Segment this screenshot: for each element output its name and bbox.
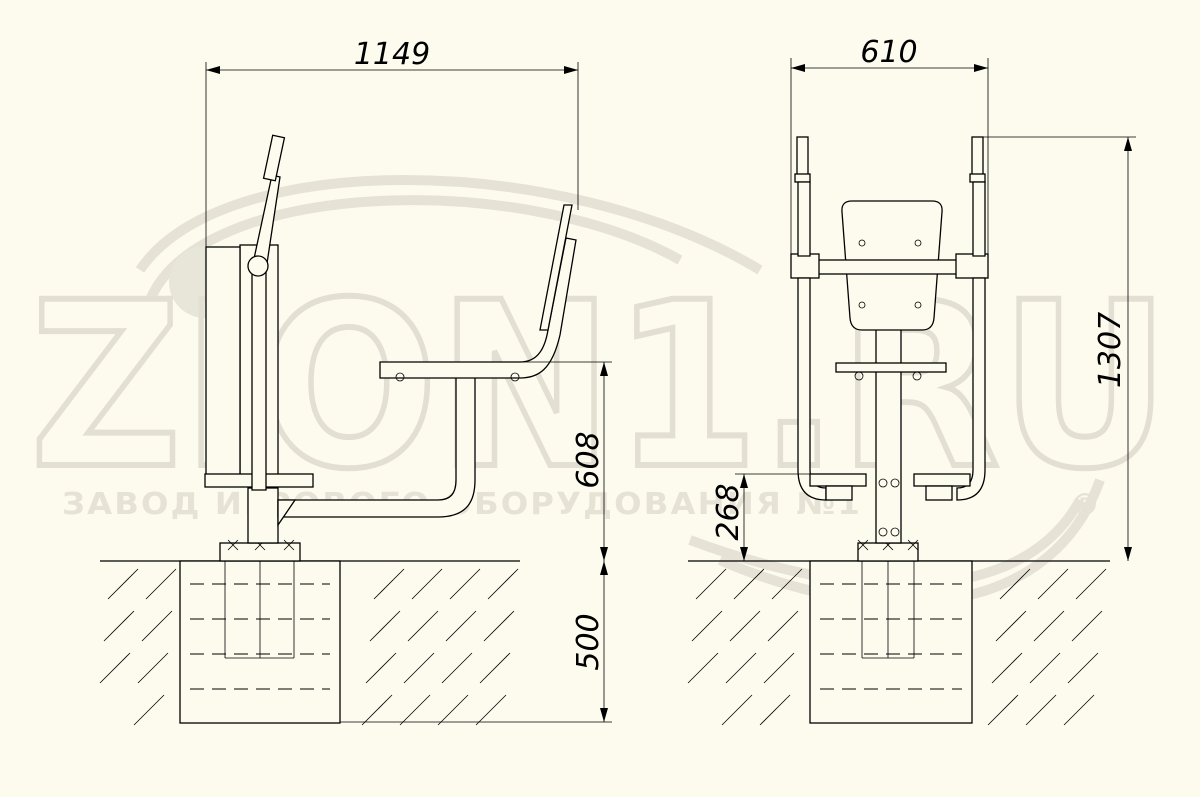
watermark-registered-mark: ® [1070, 488, 1102, 523]
front-seat [835, 362, 947, 373]
front-clamp-left [790, 253, 820, 279]
hatch-stroke [399, 694, 431, 726]
hatch-stroke [107, 568, 139, 600]
front-base-plate [857, 542, 919, 562]
dim-seat-height: 608 [480, 361, 612, 561]
hatch-stroke [771, 568, 803, 600]
hatch-stroke [441, 652, 473, 684]
hatch-stroke [133, 694, 165, 726]
hatch-stroke [1025, 694, 1057, 726]
front-handle-collar-left [794, 173, 811, 183]
front-post-bolts [878, 478, 900, 537]
side-lever-pivot [247, 255, 269, 277]
hatch-stroke [767, 610, 799, 642]
dim-footrest-height: 268 [711, 473, 812, 561]
hatch-stroke [487, 568, 519, 600]
side-seat-bolt-1 [395, 372, 405, 382]
hatch-stroke [729, 610, 761, 642]
dim-side-width-label: 1149 [354, 37, 430, 72]
dim-foundation-depth-label: 500 [571, 613, 606, 670]
hatch-stroke [141, 610, 173, 642]
side-support-bracket [277, 499, 297, 528]
hatch-stroke [987, 694, 1019, 726]
dim-seat-height-label: 608 [571, 431, 606, 488]
ground-right [687, 548, 1110, 726]
hatch-stroke [361, 694, 393, 726]
hatch-stroke [445, 610, 477, 642]
hatch-stroke [721, 694, 753, 726]
watermark: ZION1.RU ЗАВОД ИГРОВОГО ОБОРУДОВАНИЯ №1 … [27, 175, 1173, 608]
ground-left [99, 548, 520, 726]
hatch-stroke [695, 568, 727, 600]
hatch-stroke [725, 652, 757, 684]
hatch-stroke [687, 652, 719, 684]
front-lever-right [956, 181, 986, 501]
hatch-stroke [995, 610, 1027, 642]
front-foot-block-left [825, 485, 853, 501]
dim-front-width: 610 [790, 35, 989, 258]
front-handle-right [971, 136, 984, 180]
hatch-stroke [763, 652, 795, 684]
dim-footrest-height-label: 268 [711, 483, 746, 540]
front-handle-collar-right [969, 173, 986, 183]
hatch-stroke [103, 610, 135, 642]
hatch-stroke [437, 694, 469, 726]
dim-total-height: 1307 [983, 136, 1136, 561]
foundation-right [809, 560, 973, 724]
hatch-stroke [1075, 568, 1107, 600]
hatch-stroke [145, 568, 177, 600]
hatch-stroke [449, 568, 481, 600]
side-backrest [539, 204, 573, 331]
hatch-stroke [475, 694, 507, 726]
front-view [790, 136, 989, 562]
foundation-right-dashes [820, 583, 962, 690]
hatch-stroke [1063, 694, 1095, 726]
hatch-stroke [365, 652, 397, 684]
hatch-right [687, 568, 1107, 726]
hatch-stroke [1029, 652, 1061, 684]
anchor-bolts-left [224, 548, 295, 659]
hatch-stroke [1037, 568, 1069, 600]
front-footrest-right [913, 473, 971, 487]
front-clamp-right [955, 253, 989, 279]
hatch-stroke [403, 652, 435, 684]
hatch-stroke [733, 568, 765, 600]
hatch-stroke [1071, 610, 1103, 642]
dim-total-height-label: 1307 [1093, 312, 1128, 388]
front-footrest-left [809, 473, 867, 487]
hatch-stroke [373, 568, 405, 600]
hatch-stroke [991, 652, 1023, 684]
front-handle-left [796, 136, 809, 180]
hatch-stroke [137, 652, 169, 684]
dim-foundation-depth: 500 [340, 561, 612, 723]
hatch-stroke [999, 568, 1031, 600]
side-view [204, 134, 577, 562]
hatch-stroke [1033, 610, 1065, 642]
front-backrest-holes [858, 239, 922, 309]
anchor-bolts-right [861, 548, 915, 659]
side-main-post [247, 487, 279, 544]
hatch-stroke [483, 610, 515, 642]
front-foot-block-right [925, 485, 953, 501]
hatch-stroke [407, 610, 439, 642]
side-frame-panel [205, 246, 241, 478]
hatch-stroke [759, 694, 791, 726]
hatch-stroke [479, 652, 511, 684]
side-seat [379, 237, 577, 379]
dim-front-width-label: 610 [860, 35, 917, 70]
hatch-left [99, 568, 519, 726]
hatch-stroke [99, 652, 131, 684]
hatch-stroke [369, 610, 401, 642]
hatch-stroke [691, 610, 723, 642]
side-seat-bolt-2 [510, 372, 520, 382]
dim-side-width: 1149 [205, 37, 579, 250]
foundation-left-dashes [190, 583, 330, 690]
front-crossbar [807, 259, 959, 275]
side-lever-handle [262, 134, 286, 182]
hatch-stroke [411, 568, 443, 600]
hatch-stroke [1067, 652, 1099, 684]
